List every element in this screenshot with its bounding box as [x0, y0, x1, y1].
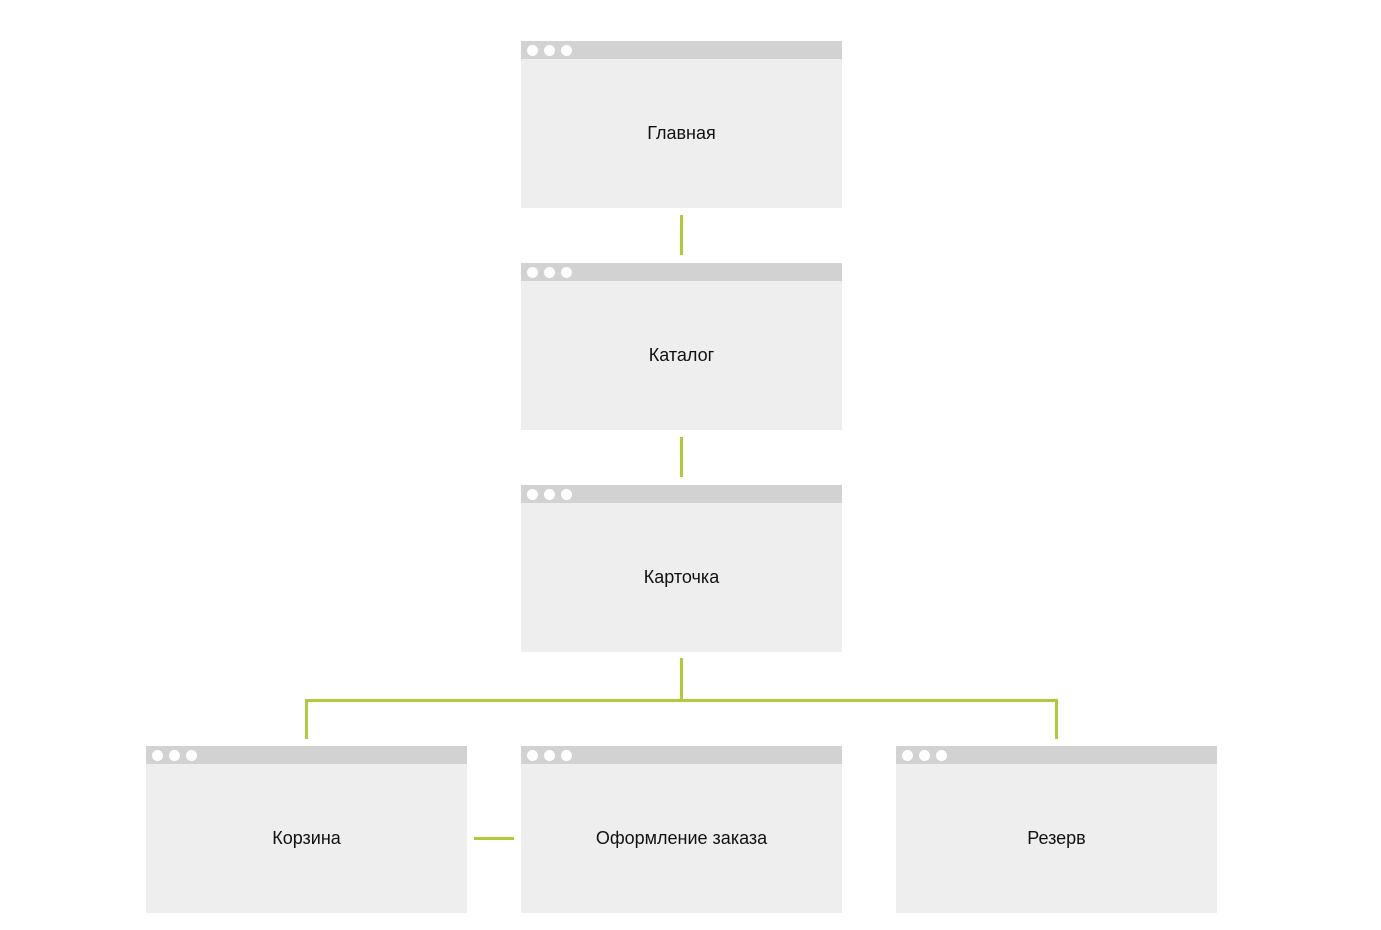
connector-main-catalog — [680, 215, 683, 255]
window-titlebar — [896, 746, 1217, 764]
window-dot-icon — [169, 750, 180, 761]
connector-branch-cart — [305, 699, 308, 739]
window-titlebar — [146, 746, 467, 764]
window-dot-icon — [561, 267, 572, 278]
window-dot-icon — [527, 489, 538, 500]
window-dot-icon — [561, 489, 572, 500]
window-titlebar — [521, 746, 842, 764]
window-titlebar — [521, 41, 842, 59]
window-dot-icon — [936, 750, 947, 761]
window-dot-icon — [902, 750, 913, 761]
window-dot-icon — [152, 750, 163, 761]
window-dot-icon — [544, 750, 555, 761]
window-dot-icon — [919, 750, 930, 761]
node-label: Главная — [647, 123, 716, 143]
window-titlebar — [521, 485, 842, 503]
window-dot-icon — [527, 750, 538, 761]
connector-cart-checkout — [474, 837, 514, 840]
node-label: Каталог — [648, 345, 715, 365]
page-node-checkout: Оформление заказа — [521, 746, 842, 913]
node-label: Резерв — [1027, 828, 1086, 848]
page-node-cart: Корзина — [146, 746, 467, 913]
node-label: Корзина — [272, 828, 341, 848]
window-dot-icon — [544, 45, 555, 56]
window-dot-icon — [186, 750, 197, 761]
page-node-catalog: Каталог — [521, 263, 842, 430]
window-dot-icon — [527, 267, 538, 278]
window-dot-icon — [561, 750, 572, 761]
page-node-reserve: Резерв — [896, 746, 1217, 913]
page-node-main: Главная — [521, 41, 842, 208]
window-dot-icon — [561, 45, 572, 56]
page-node-product-card: Карточка — [521, 485, 842, 652]
connector-branch-reserve — [1055, 699, 1058, 739]
window-dot-icon — [544, 489, 555, 500]
window-dot-icon — [527, 45, 538, 56]
connector-catalog-card — [680, 437, 683, 477]
node-label: Оформление заказа — [595, 828, 768, 848]
connector-card-branch — [680, 658, 683, 701]
window-dot-icon — [544, 267, 555, 278]
window-titlebar — [521, 263, 842, 281]
node-label: Карточка — [643, 567, 720, 587]
connector-branch-horizontal — [305, 699, 1058, 702]
